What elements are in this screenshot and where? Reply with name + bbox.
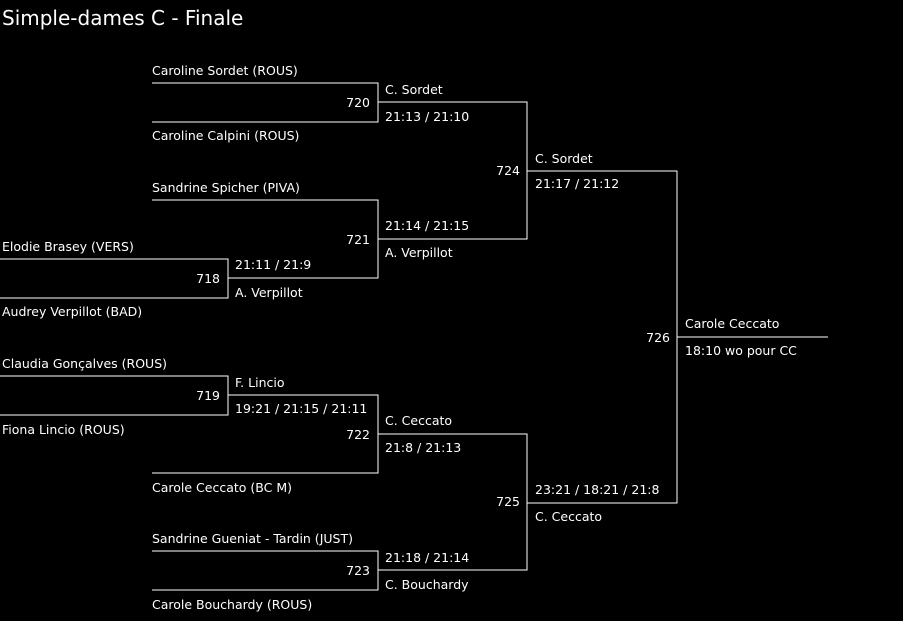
player-name: Claudia Gonçalves (ROUS) [2,356,167,371]
match-score: 23:21 / 18:21 / 21:8 [535,482,659,497]
match-score: 18:10 wo pour CC [685,343,797,358]
bracket-line-720 [152,82,379,123]
match-score: 21:17 / 21:12 [535,176,619,191]
player-name: Audrey Verpillot (BAD) [2,304,142,319]
match-number: 725 [496,494,520,509]
match-number: 720 [346,95,370,110]
match-score: 21:11 / 21:9 [235,257,311,272]
player-name: Fiona Lincio (ROUS) [2,422,125,437]
match-score: 21:13 / 21:10 [385,109,469,124]
bracket-line-725 [378,433,528,571]
player-name: Caroline Sordet (ROUS) [152,63,298,78]
player-name: Carole Bouchardy (ROUS) [152,597,312,612]
match-number: 718 [196,271,220,286]
player-name: Carole Ceccato (BC M) [152,480,292,495]
match-winner: A. Verpillot [235,285,303,300]
player-name: Sandrine Spicher (PIVA) [152,180,300,195]
match-score: 21:14 / 21:15 [385,218,469,233]
page-title: Simple-dames C - Finale [2,6,244,30]
match-number: 722 [346,427,370,442]
match-winner: C. Sordet [385,82,443,97]
match-winner: C. Bouchardy [385,577,469,592]
match-number: 721 [346,232,370,247]
match-score: 21:8 / 21:13 [385,440,461,455]
match-winner: C. Sordet [535,151,593,166]
match-winner: A. Verpillot [385,245,453,260]
match-number: 726 [646,330,670,345]
match-winner: C. Ceccato [385,413,452,428]
player-name: Sandrine Gueniat - Tardin (JUST) [152,531,353,546]
match-winner: C. Ceccato [535,509,602,524]
match-score: 19:21 / 21:15 / 21:11 [235,401,367,416]
bracket-line-718 [0,258,229,299]
match-score: 21:18 / 21:14 [385,550,469,565]
player-name: Elodie Brasey (VERS) [2,239,134,254]
player-name: Caroline Calpini (ROUS) [152,128,299,143]
bracket-line-719 [0,375,229,416]
match-number: 719 [196,388,220,403]
match-number: 723 [346,563,370,578]
champion-name: Carole Ceccato [685,316,779,331]
bracket-line-723 [152,550,379,591]
match-winner: F. Lincio [235,375,284,390]
match-number: 724 [496,163,520,178]
